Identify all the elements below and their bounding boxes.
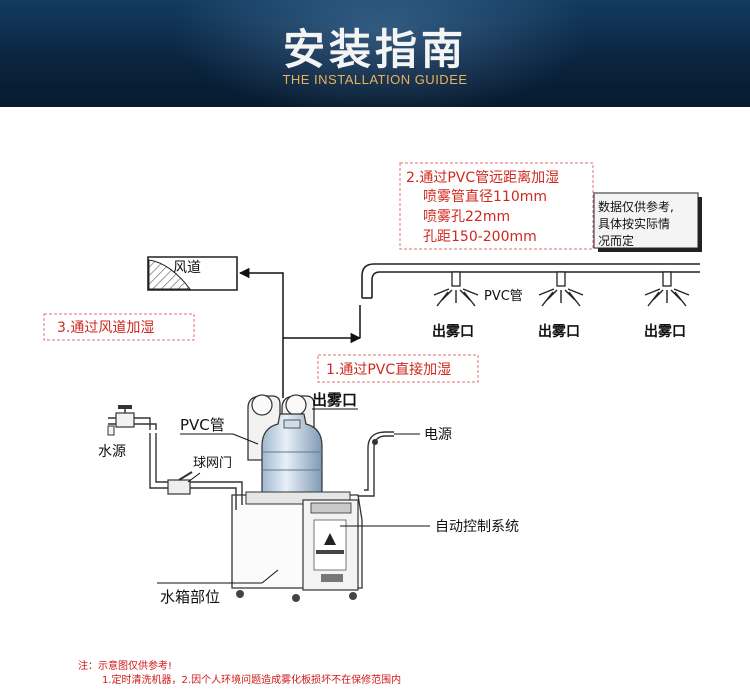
installation-diagram: 2.通过PVC管远距离加湿 喷雾管直径110mm 喷雾孔22mm 孔距150-2… — [43, 162, 702, 606]
label-control: 自动控制系统 — [435, 519, 519, 535]
water-inlet-pipe — [108, 417, 243, 510]
humidifier-machine: 出雾口 — [231, 391, 363, 602]
spray-nozzle-1 — [433, 271, 479, 307]
label-tank: 水箱部位 — [160, 588, 220, 606]
title-banner: 安装指南 THE INSTALLATION GUIDEE — [0, 0, 750, 107]
callout-line-2: 喷雾管直径110mm — [423, 188, 547, 205]
callout-direct-text: 1.通过PVC直接加湿 — [326, 361, 451, 378]
page-title: 安装指南 — [282, 25, 467, 74]
spray-nozzle-2 — [538, 271, 584, 307]
label-pvc-pipe-top: PVC管 — [484, 289, 523, 304]
footnotes: 注：示意图仅供参考! 1.定时清洗机器，2.因个人环境问题造成雾化板损坏不在保修… — [78, 660, 401, 688]
callout-line-4: 孔距150-200mm — [423, 229, 537, 245]
label-power: 电源 — [424, 427, 452, 443]
data-note-line-3: 况而定 — [598, 233, 634, 248]
pvc-pipe-long — [361, 263, 700, 299]
data-note-line-2: 具体按实际情 — [598, 216, 670, 231]
faucet-icon — [107, 405, 135, 436]
label-duct: 风道 — [173, 260, 201, 276]
spray-nozzle-3 — [644, 271, 690, 307]
callout-duct-mode: 3.通过风道加湿 — [43, 313, 195, 341]
power-plug-icon — [372, 439, 378, 445]
ball-valve-icon — [167, 471, 201, 495]
connector-arrows — [238, 267, 362, 398]
callout-duct-text: 3.通过风道加湿 — [57, 320, 154, 336]
callout-data-note: 数据仅供参考, 具体按实际情 况而定 — [593, 192, 702, 252]
data-note-line-1: 数据仅供参考, — [598, 199, 674, 214]
footnote-line-1: 1.定时清洗机器，2.因个人环境问题造成雾化板损坏不在保修范围内 — [102, 675, 402, 686]
footnote-title: 注：示意图仅供参考! — [78, 661, 173, 672]
callout-line-1: 2.通过PVC管远距离加湿 — [406, 169, 559, 186]
label-water-source: 水源 — [98, 444, 126, 460]
callout-long-distance: 2.通过PVC管远距离加湿 喷雾管直径110mm 喷雾孔22mm 孔距150-2… — [399, 162, 594, 250]
tank-leader-tip — [261, 569, 279, 584]
label-pvc-pipe: PVC管 — [180, 416, 225, 434]
label-machine-outlet: 出雾口 — [312, 391, 357, 409]
label-outlet-3: 出雾口 — [644, 323, 686, 340]
air-duct: 风道 — [147, 256, 238, 291]
label-outlet-1: 出雾口 — [432, 323, 474, 340]
callout-direct-mode: 1.通过PVC直接加湿 — [317, 354, 479, 383]
page-subtitle: THE INSTALLATION GUIDEE — [282, 72, 468, 87]
banner-glow — [170, 0, 590, 107]
label-outlet-2: 出雾口 — [538, 323, 580, 340]
label-ball-valve: 球网门 — [193, 456, 232, 471]
callout-line-3: 喷雾孔22mm — [423, 209, 510, 225]
